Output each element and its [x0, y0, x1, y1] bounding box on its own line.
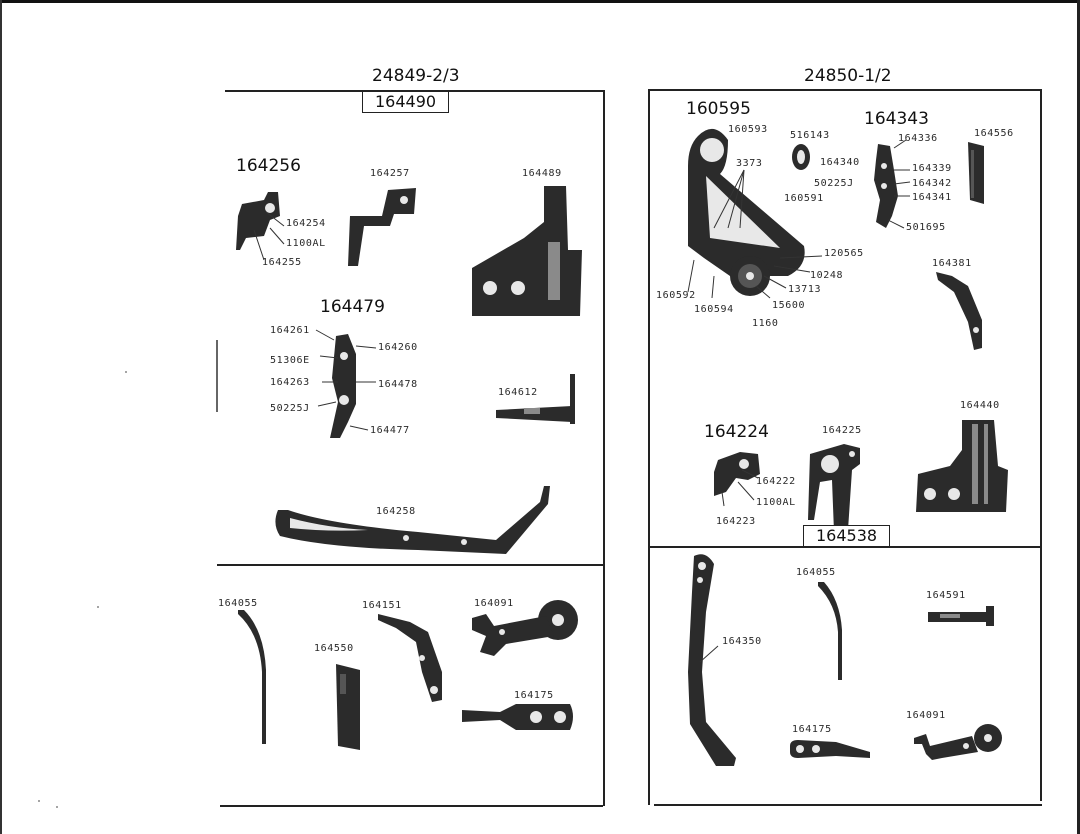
label-501695: 501695 [906, 222, 946, 233]
scan-speck [97, 606, 99, 608]
left-panel-divider [217, 564, 603, 566]
label-164175-b: 164175 [792, 724, 832, 735]
label-164261: 164261 [270, 325, 310, 336]
label-164222: 164222 [756, 476, 796, 487]
label-164223: 164223 [716, 516, 756, 527]
label-164591: 164591 [926, 590, 966, 601]
right-panel-right-rule [1040, 89, 1042, 801]
knife-holder-icon [336, 664, 360, 750]
label-160591: 160591 [784, 193, 824, 204]
scan-speck [56, 806, 58, 808]
feed-dog-icon [496, 374, 575, 424]
label-50225j-b: 50225J [814, 178, 854, 189]
needle-icon [818, 582, 842, 680]
guide-icon [928, 606, 994, 626]
label-164556: 164556 [974, 128, 1014, 139]
group-164256-leaders [253, 211, 285, 261]
label-160594: 160594 [694, 304, 734, 315]
label-164440: 164440 [960, 400, 1000, 411]
page-top-border [0, 0, 1080, 3]
label-164258: 164258 [376, 506, 416, 517]
label-164263: 164263 [270, 377, 310, 388]
label-164254: 164254 [286, 218, 326, 229]
label-164225: 164225 [822, 425, 862, 436]
label-164175: 164175 [514, 690, 554, 701]
label-1160: 1160 [752, 318, 779, 329]
needle-clamp-icon [714, 452, 760, 507]
label-164091: 164091 [474, 598, 514, 609]
label-164340: 164340 [820, 157, 860, 168]
group-heading-160595: 160595 [686, 99, 751, 119]
scan-speck [38, 800, 40, 802]
label-164257: 164257 [370, 168, 410, 179]
label-50225j: 50225J [270, 403, 310, 414]
label-164350: 164350 [722, 636, 762, 647]
looper-icon [315, 329, 377, 438]
guide-icon [914, 724, 1002, 760]
label-160593: 160593 [728, 124, 768, 135]
page-right-border [1077, 0, 1080, 834]
throat-plate-icon [472, 186, 582, 316]
label-51306e: 51306E [270, 355, 310, 366]
label-164550: 164550 [314, 643, 354, 654]
group-heading-164256: 164256 [236, 156, 301, 176]
group-heading-164224: 164224 [704, 422, 769, 442]
left-panel-boxed-label: 164490 [362, 91, 450, 113]
left-panel-right-rule [603, 90, 605, 806]
needle-clamp-icon [874, 139, 911, 229]
left-panel-side-mark [216, 340, 218, 412]
label-164612: 164612 [498, 387, 538, 398]
lever-icon [790, 740, 870, 758]
right-panel-boxed-label: 164538 [803, 525, 891, 547]
label-10248: 10248 [810, 270, 844, 281]
label-120565: 120565 [824, 248, 864, 259]
right-panel-left-rule [648, 89, 650, 805]
right-panel-title: 24850-1/2 [804, 66, 892, 86]
label-15600: 15600 [772, 300, 806, 311]
spring-icon [936, 272, 982, 350]
knife-holder-icon [968, 142, 984, 204]
presser-foot-icon [808, 444, 860, 532]
right-panel-top-rule [648, 89, 1042, 91]
label-164341: 164341 [912, 192, 952, 203]
label-164091-b: 164091 [906, 710, 946, 721]
label-164055: 164055 [218, 598, 258, 609]
label-164477: 164477 [370, 425, 410, 436]
label-164260: 164260 [378, 342, 418, 353]
label-164489: 164489 [522, 168, 562, 179]
label-164255: 164255 [262, 257, 302, 268]
group-heading-164343: 164343 [864, 109, 929, 129]
label-164151: 164151 [362, 600, 402, 611]
spring-icon [378, 614, 442, 702]
right-panel-bottom-rule [654, 804, 1042, 806]
scan-speck [125, 371, 127, 373]
label-164381: 164381 [932, 258, 972, 269]
group-heading-164479: 164479 [320, 297, 385, 317]
label-164339: 164339 [912, 163, 952, 174]
bushing-icon [792, 144, 810, 170]
presser-foot-icon [348, 188, 416, 266]
page-left-border [0, 0, 2, 834]
label-160592: 160592 [656, 290, 696, 301]
left-panel-top-rule [225, 90, 605, 92]
needle-clamp-icon [236, 192, 280, 250]
lever-icon [275, 486, 550, 554]
label-164342: 164342 [912, 178, 952, 189]
lever-icon [462, 704, 573, 730]
label-516143: 516143 [790, 130, 830, 141]
label-164336: 164336 [898, 133, 938, 144]
label-164055-b: 164055 [796, 567, 836, 578]
looper-icon [687, 128, 823, 299]
guide-icon [472, 600, 578, 656]
throat-plate-icon [916, 420, 1008, 512]
left-panel-title: 24849-2/3 [372, 66, 460, 86]
label-1100al: 1100AL [286, 238, 326, 249]
lever-icon [688, 554, 736, 766]
label-13713: 13713 [788, 284, 822, 295]
label-3373: 3373 [736, 158, 763, 169]
label-164478: 164478 [378, 379, 418, 390]
label-1100al-b: 1100AL [756, 497, 796, 508]
left-panel-bottom-rule [220, 805, 603, 807]
needle-icon [238, 610, 266, 744]
